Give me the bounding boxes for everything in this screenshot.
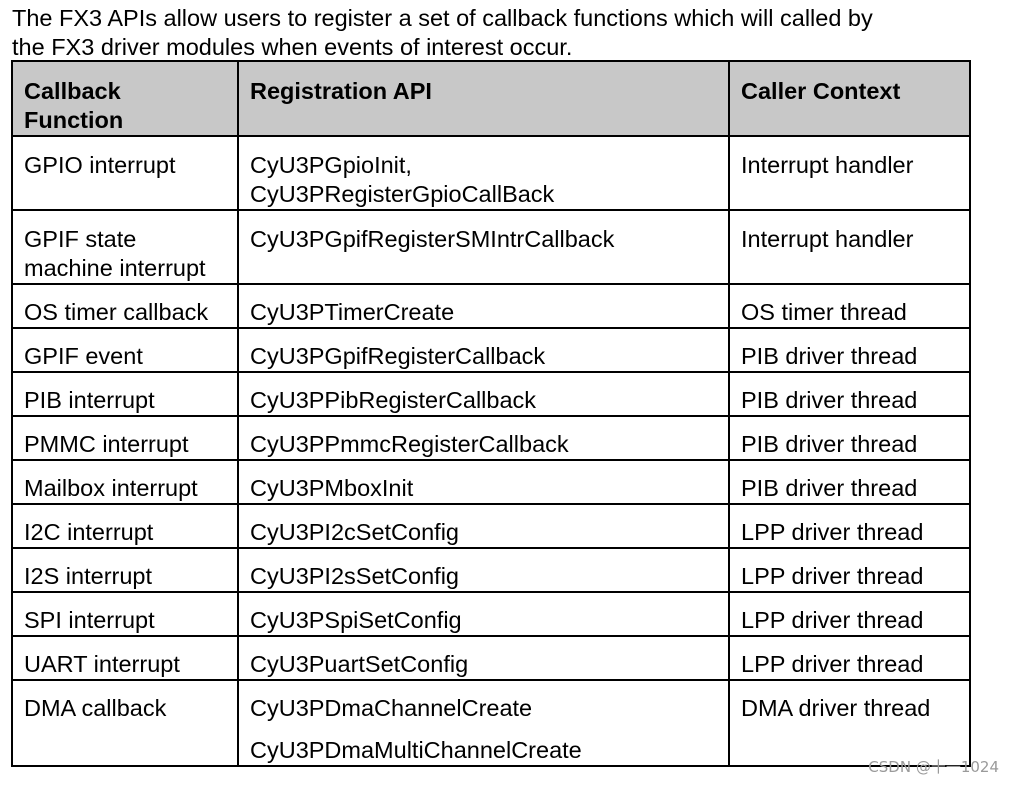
caller-context-cell: Interrupt handler xyxy=(728,135,971,211)
registration-api-cell: CyU3PI2cSetConfig xyxy=(237,503,730,549)
header-registration-api: Registration API xyxy=(237,60,730,137)
registration-api-cell: CyU3PSpiSetConfig xyxy=(237,591,730,637)
caller-context-cell: PIB driver thread xyxy=(728,327,971,373)
header-callback-function-line2: Function xyxy=(24,107,124,133)
caller-context-cell: PIB driver thread xyxy=(728,459,971,505)
callback-table: Callback Function Registration API Calle… xyxy=(11,60,971,767)
callback-function-cell: PIB interrupt xyxy=(11,371,239,417)
header-callback-function: Callback Function xyxy=(11,60,239,137)
table-row: GPIF state machine interrupt CyU3PGpifRe… xyxy=(11,209,971,285)
table-row: I2S interrupt CyU3PI2sSetConfig LPP driv… xyxy=(11,547,971,593)
registration-api-cell: CyU3PPmmcRegisterCallback xyxy=(237,415,730,461)
header-caller-context: Caller Context xyxy=(728,60,971,137)
registration-api-cell: CyU3PMboxInit xyxy=(237,459,730,505)
header-callback-function-line1: Callback xyxy=(24,78,121,104)
registration-api-cell: CyU3PTimerCreate xyxy=(237,283,730,329)
registration-api-cell: CyU3PDmaChannelCreate CyU3PDmaMultiChann… xyxy=(237,679,730,767)
callback-function-cell: SPI interrupt xyxy=(11,591,239,637)
table-row: UART interrupt CyU3PuartSetConfig LPP dr… xyxy=(11,635,971,681)
callback-function-cell: PMMC interrupt xyxy=(11,415,239,461)
registration-api-text: CyU3PDmaChannelCreate xyxy=(250,695,533,721)
caller-context-cell: LPP driver thread xyxy=(728,547,971,593)
registration-api-text: CyU3PGpioInit, xyxy=(250,152,412,178)
table-row: GPIF event CyU3PGpifRegisterCallback PIB… xyxy=(11,327,971,373)
caller-context-cell: DMA driver thread xyxy=(728,679,971,767)
table-row: I2C interrupt CyU3PI2cSetConfig LPP driv… xyxy=(11,503,971,549)
callback-function-cell: Mailbox interrupt xyxy=(11,459,239,505)
table-row: PIB interrupt CyU3PPibRegisterCallback P… xyxy=(11,371,971,417)
callback-function-text: GPIO interrupt xyxy=(24,152,176,178)
registration-api-cell: CyU3PuartSetConfig xyxy=(237,635,730,681)
caller-context-cell: OS timer thread xyxy=(728,283,971,329)
registration-api-cell: CyU3PGpifRegisterSMIntrCallback xyxy=(237,209,730,285)
callback-function-cell: GPIF event xyxy=(11,327,239,373)
table-header-row: Callback Function Registration API Calle… xyxy=(11,60,971,137)
registration-api-text: CyU3PRegisterGpioCallBack xyxy=(250,181,555,207)
intro-line-1: The FX3 APIs allow users to register a s… xyxy=(12,5,873,31)
registration-api-cell: CyU3PI2sSetConfig xyxy=(237,547,730,593)
callback-function-text: GPIF state xyxy=(24,226,137,252)
intro-paragraph: The FX3 APIs allow users to register a s… xyxy=(12,4,1002,62)
callback-function-cell: GPIO interrupt xyxy=(11,135,239,211)
callback-function-cell: OS timer callback xyxy=(11,283,239,329)
caller-context-cell: LPP driver thread xyxy=(728,635,971,681)
callback-function-text: machine interrupt xyxy=(24,255,206,281)
caller-context-cell: LPP driver thread xyxy=(728,503,971,549)
registration-api-cell: CyU3PPibRegisterCallback xyxy=(237,371,730,417)
callback-function-cell: DMA callback xyxy=(11,679,239,767)
table-row: Mailbox interrupt CyU3PMboxInit PIB driv… xyxy=(11,459,971,505)
caller-context-cell: Interrupt handler xyxy=(728,209,971,285)
registration-api-text: CyU3PDmaMultiChannelCreate xyxy=(250,737,582,763)
table-row: DMA callback CyU3PDmaChannelCreate CyU3P… xyxy=(11,679,971,767)
caller-context-cell: LPP driver thread xyxy=(728,591,971,637)
table-row: OS timer callback CyU3PTimerCreate OS ti… xyxy=(11,283,971,329)
caller-context-cell: PIB driver thread xyxy=(728,415,971,461)
intro-line-2: the FX3 driver modules when events of in… xyxy=(12,34,573,60)
callback-function-cell: GPIF state machine interrupt xyxy=(11,209,239,285)
callback-function-cell: UART interrupt xyxy=(11,635,239,681)
callback-function-cell: I2S interrupt xyxy=(11,547,239,593)
table-row: SPI interrupt CyU3PSpiSetConfig LPP driv… xyxy=(11,591,971,637)
registration-api-cell: CyU3PGpioInit, CyU3PRegisterGpioCallBack xyxy=(237,135,730,211)
registration-api-cell: CyU3PGpifRegisterCallback xyxy=(237,327,730,373)
caller-context-cell: PIB driver thread xyxy=(728,371,971,417)
watermark: CSDN @十一1024 xyxy=(868,758,999,776)
table-row: PMMC interrupt CyU3PPmmcRegisterCallback… xyxy=(11,415,971,461)
callback-function-cell: I2C interrupt xyxy=(11,503,239,549)
table-row: GPIO interrupt CyU3PGpioInit, CyU3PRegis… xyxy=(11,135,971,211)
